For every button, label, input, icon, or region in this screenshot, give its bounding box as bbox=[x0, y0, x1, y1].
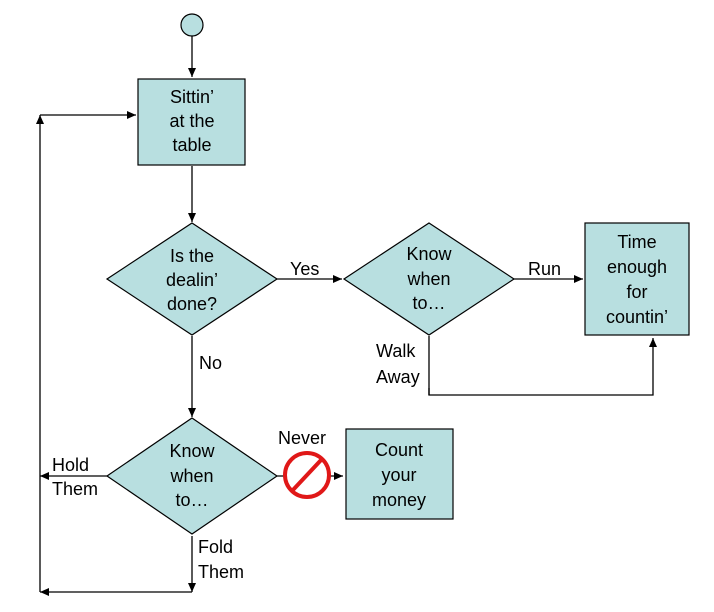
label-fold-line-1: Fold bbox=[198, 537, 233, 557]
node-know-when-to-bottom: Know when to… bbox=[105, 417, 279, 535]
node-time-line-2: enough bbox=[607, 257, 667, 277]
node-count-line-3: money bbox=[372, 490, 426, 510]
node-count-line-1: Count bbox=[375, 440, 423, 460]
node-sittin-line-3: table bbox=[172, 135, 211, 155]
label-walk-line-2: Away bbox=[376, 367, 420, 387]
node-sittin-at-the-table: Sittin’ at the table bbox=[137, 78, 246, 166]
node-know-top-line-3: to… bbox=[412, 293, 445, 313]
label-hold-line-1: Hold bbox=[52, 455, 89, 475]
label-walk-line-1: Walk bbox=[376, 341, 416, 361]
node-time-line-1: Time bbox=[617, 232, 656, 252]
node-know-top-line-1: Know bbox=[406, 244, 452, 264]
node-know-bottom-line-1: Know bbox=[169, 441, 215, 461]
edge-walk-away bbox=[428, 336, 657, 396]
label-yes: Yes bbox=[290, 259, 319, 279]
node-know-bottom-line-3: to… bbox=[175, 490, 208, 510]
node-know-top-line-2: when bbox=[406, 269, 450, 289]
label-never: Never bbox=[278, 428, 326, 448]
node-time-line-4: countin’ bbox=[606, 307, 668, 327]
node-sittin-line-2: at the bbox=[169, 111, 214, 131]
node-know-bottom-line-2: when bbox=[169, 466, 213, 486]
node-is-the-dealin-done: Is the dealin’ done? bbox=[105, 222, 279, 336]
node-time-line-3: for bbox=[626, 282, 647, 302]
prohibition-sign-icon bbox=[283, 451, 331, 499]
node-dealin-line-1: Is the bbox=[170, 246, 214, 266]
start-circle bbox=[180, 13, 204, 37]
label-run: Run bbox=[528, 259, 561, 279]
node-sittin-line-1: Sittin’ bbox=[170, 87, 214, 107]
connectors bbox=[36, 36, 657, 596]
node-dealin-line-3: done? bbox=[167, 294, 217, 314]
node-time-enough-for-countin: Time enough for countin’ bbox=[584, 222, 690, 336]
node-count-line-2: your bbox=[381, 465, 416, 485]
label-fold-line-2: Them bbox=[198, 562, 244, 582]
label-no: No bbox=[199, 353, 222, 373]
node-count-your-money: Count your money bbox=[345, 428, 454, 520]
node-dealin-line-2: dealin’ bbox=[166, 270, 218, 290]
label-hold-line-2: Them bbox=[52, 479, 98, 499]
node-know-when-to-top: Know when to… bbox=[342, 222, 516, 336]
